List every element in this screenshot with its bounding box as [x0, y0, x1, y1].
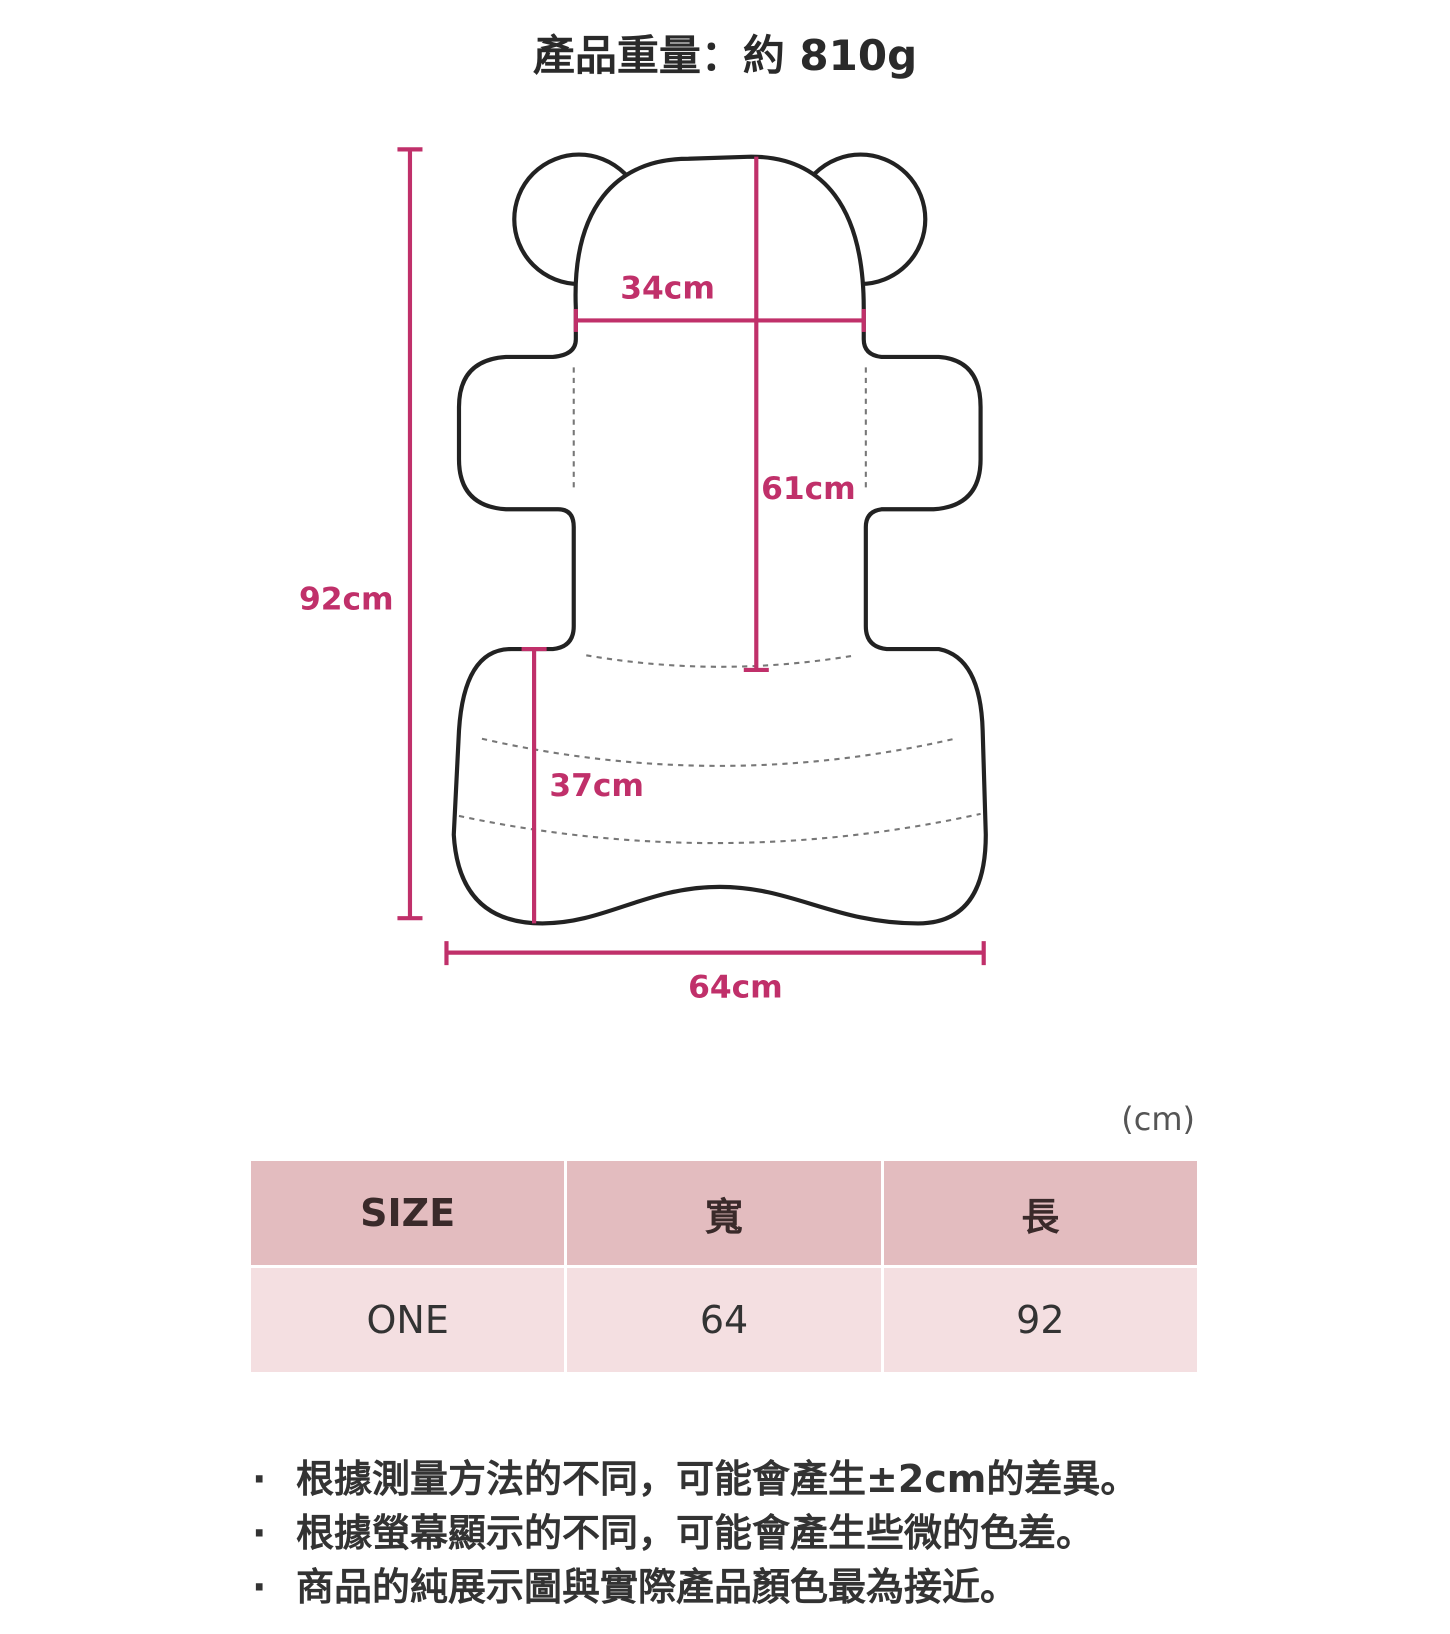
header-width: 寬: [564, 1158, 884, 1268]
note-item: · 根據螢幕顯示的不同，可能會產生些微的色差。: [252, 1506, 1138, 1560]
note-item: · 根據測量方法的不同，可能會產生±2cm的差異。: [252, 1452, 1138, 1506]
note-text: 根據測量方法的不同，可能會產生±2cm的差異。: [296, 1457, 1139, 1501]
total-length-label: 92cm: [299, 581, 394, 617]
measure-lines: [397, 147, 986, 966]
note-item: · 商品的純展示圖與實際產品顏色最為接近。: [252, 1560, 1138, 1614]
head-width-label: 34cm: [620, 271, 715, 307]
seat-length-label: 37cm: [549, 768, 644, 804]
header-length: 長: [880, 1158, 1201, 1268]
torso-length-label: 61cm: [761, 471, 856, 507]
cell-width: 64: [564, 1265, 884, 1375]
total-width-label: 64cm: [688, 969, 783, 1005]
notes-list: · 根據測量方法的不同，可能會產生±2cm的差異。 · 根據螢幕顯示的不同，可能會產…: [252, 1452, 1138, 1614]
unit-label: (cm): [1121, 1100, 1195, 1138]
header-size: SIZE: [247, 1158, 568, 1268]
bullet: ·: [252, 1457, 267, 1501]
table-row: ONE 64 92: [247, 1265, 1201, 1375]
note-text: 根據螢幕顯示的不同，可能會產生些微的色差。: [296, 1511, 1095, 1555]
stitch-lines: [458, 367, 981, 845]
bear-seat-outline: [451, 154, 988, 926]
note-text: 商品的純展示圖與實際產品顏色最為接近。: [296, 1565, 1019, 1609]
cell-size: ONE: [247, 1265, 568, 1375]
cell-length: 92: [880, 1265, 1201, 1375]
table-header-row: SIZE 寬 長: [247, 1158, 1201, 1268]
product-weight-title: 產品重量：約 810g: [532, 31, 918, 80]
bullet: ·: [252, 1511, 267, 1555]
bullet: ·: [252, 1565, 267, 1609]
size-table: SIZE 寬 長 ONE 64 92: [247, 1158, 1201, 1375]
